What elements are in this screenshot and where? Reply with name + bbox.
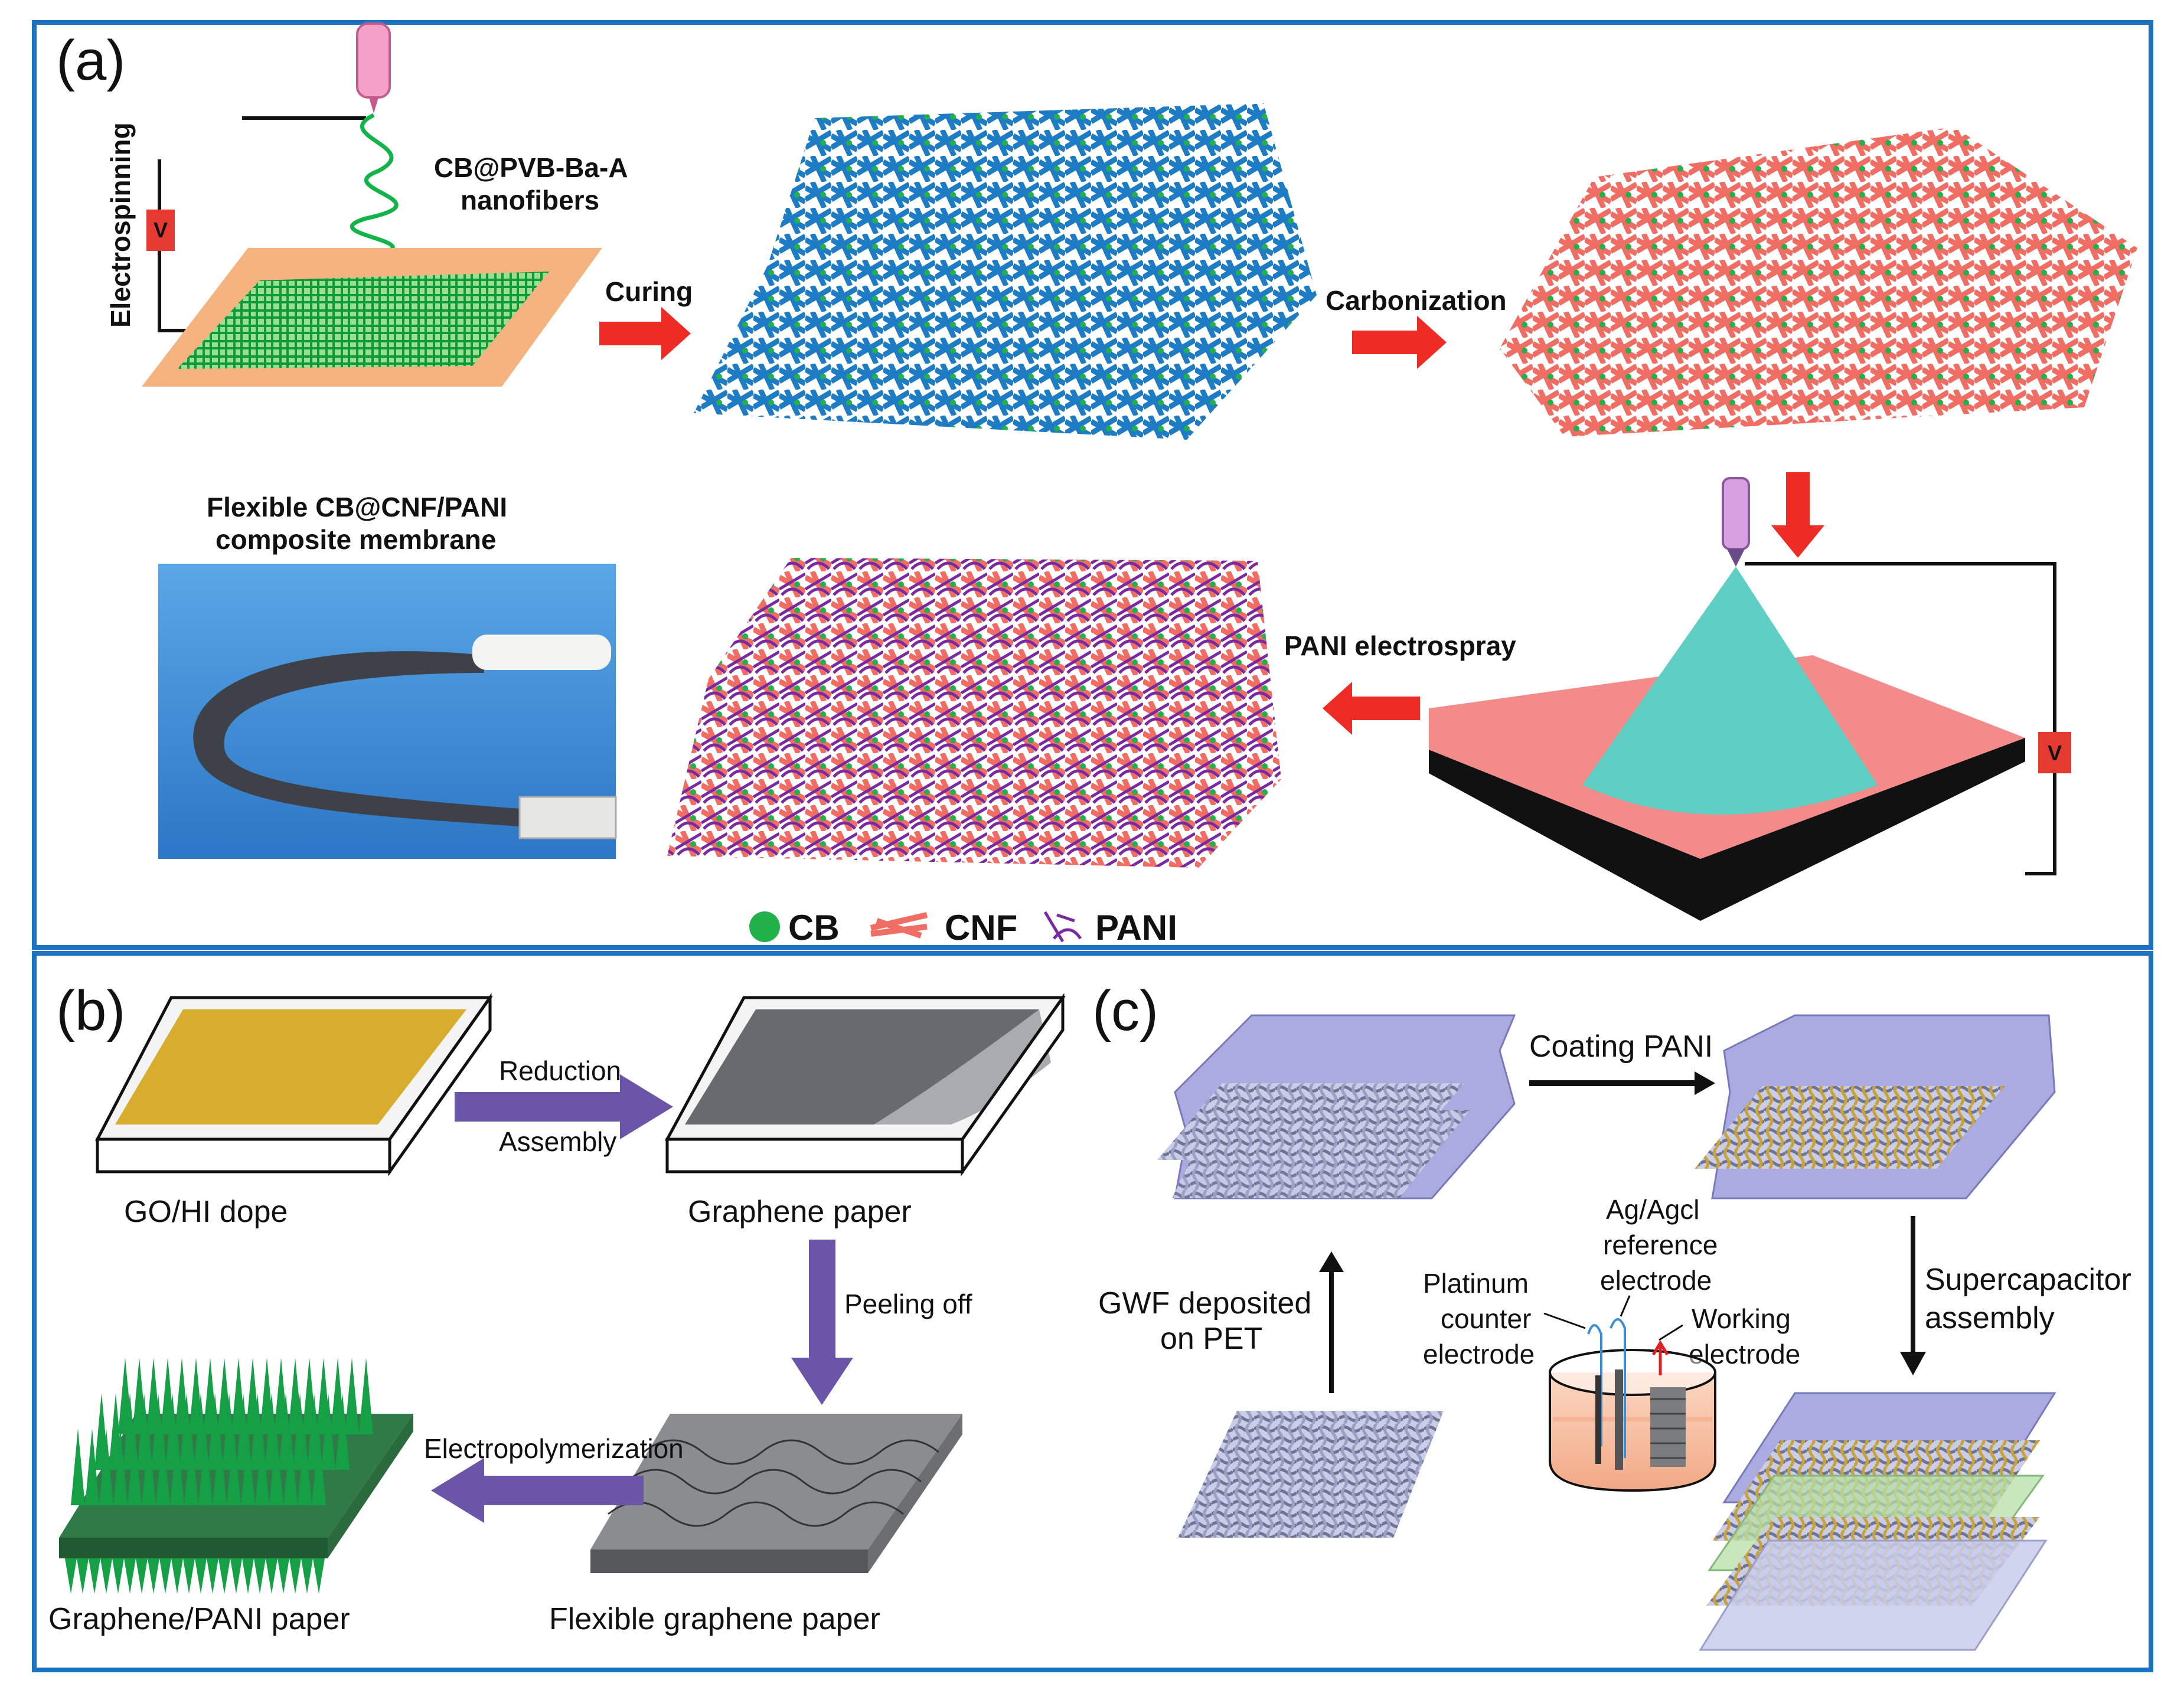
supercapacitor-stack <box>1699 1392 2056 1651</box>
membrane-label-line1: Flexible CB@CNF/PANI <box>207 492 507 522</box>
legend-cb-marker <box>749 911 780 942</box>
panel-a: (a) V Electrospinning CB@PVB-Ba-A nanofi… <box>56 22 2137 947</box>
coating-pani-label: Coating PANI <box>1529 1029 1713 1064</box>
spray-tip <box>1727 549 1745 567</box>
deposit-arrow <box>1319 1251 1344 1393</box>
gwf-label-line2: on PET <box>1160 1322 1262 1356</box>
panel-c: (c) Coating PANI Supercapacitor assembly <box>1092 979 2131 1651</box>
peeling-off-label: Peeling off <box>844 1289 972 1319</box>
assembly-arrow <box>1900 1216 1926 1375</box>
spinneret-syringe <box>356 22 391 99</box>
electropolymerization-label: Electropolymerization <box>424 1433 684 1464</box>
electrospinning-label: Electrospinning <box>105 122 136 328</box>
electrospray-arrow <box>1323 682 1420 735</box>
electropolymerization-arrow <box>431 1458 644 1523</box>
supercapacitor-label-line1: Supercapacitor <box>1925 1263 2131 1297</box>
flexible-graphene-paper-label: Flexible graphene paper <box>549 1602 880 1636</box>
legend-cnf-label: CNF <box>945 908 1017 947</box>
voltage-source-2 <box>2038 732 2071 773</box>
clip-bottom <box>518 796 617 839</box>
spray-nozzle <box>1722 477 1750 550</box>
curved-membrane <box>193 651 520 826</box>
graphene-pani-sheet <box>59 1358 413 1594</box>
legend: CB CNF PANI <box>749 908 1177 947</box>
three-electrode-cell: Ag/Agcl reference electrode Platinum cou… <box>1423 1194 1800 1492</box>
pet-gwf-stack <box>1157 1014 1516 1199</box>
nanofibers-label-line2: nanofibers <box>461 185 599 215</box>
nanofibers-label-line1: CB@PVB-Ba-A <box>434 152 628 183</box>
blue-fiber-network <box>694 103 1317 440</box>
panel-b: (b) GO/HI dope Reduction Assembly Graphe… <box>48 979 1066 1636</box>
legend-cnf-marker <box>870 912 928 939</box>
pani-spikes <box>65 1358 373 1594</box>
reduction-label: Reduction <box>499 1055 621 1086</box>
counter-electrode-line3: electrode <box>1423 1339 1535 1369</box>
go-hi-tray <box>94 993 493 1176</box>
graphene-paper-tray <box>664 993 1066 1176</box>
carbonization-arrow <box>1352 316 1447 369</box>
assembly-label: Assembly <box>499 1126 616 1157</box>
needle-tip <box>369 97 378 113</box>
supercapacitor-label-line2: assembly <box>1925 1301 2055 1335</box>
legend-cb-label: CB <box>788 908 840 947</box>
reference-electrode-line2: reference <box>1603 1230 1718 1260</box>
graphene-paper-label: Graphene paper <box>688 1195 912 1229</box>
gwf-fabric <box>1178 1411 1444 1538</box>
graphene-pani-paper-label: Graphene/PANI paper <box>48 1602 350 1636</box>
coated-pet-gwf-stack <box>1695 1014 2056 1199</box>
peeling-arrow <box>791 1240 853 1405</box>
substrate-edge <box>1429 738 2025 921</box>
down-arrow <box>1771 472 1824 558</box>
legend-pani-label: PANI <box>1095 908 1177 947</box>
electrospray-setup: V <box>1429 477 2071 921</box>
legend-pani-marker <box>1043 911 1082 943</box>
electrospray-label: PANI electrospray <box>1284 630 1516 661</box>
reference-electrode-line3: electrode <box>1600 1265 1712 1296</box>
panel-a-label: (a) <box>56 29 125 92</box>
circuit-wire <box>1745 562 2056 875</box>
voltage-label-2: V <box>2048 741 2062 765</box>
spray-cone <box>1582 567 1878 815</box>
red-fiber-network <box>1500 127 2137 437</box>
panel-c-label: (c) <box>1092 979 1158 1042</box>
electrospinning-setup: V Electrospinning CB@PVB-Ba-A nanofibers <box>105 22 628 387</box>
curing-arrow <box>599 307 691 360</box>
panel-a-frame <box>32 20 2153 950</box>
panel-bc-frame <box>32 951 2153 1672</box>
flexible-graphene-sheet <box>590 1414 962 1573</box>
counter-electrode-line2: counter <box>1441 1303 1531 1334</box>
gwf-label-line1: GWF deposited <box>1098 1286 1311 1320</box>
working-electrode-line1: Working <box>1692 1303 1791 1334</box>
reference-electrode-line1: Ag/Agcl <box>1606 1194 1700 1225</box>
reduction-arrow <box>455 1074 673 1139</box>
tweezer-top <box>472 635 611 670</box>
carbonization-label: Carbonization <box>1326 285 1507 316</box>
composite-fiber-network <box>667 558 1281 868</box>
membrane-photo: Flexible CB@CNF/PANI composite membrane <box>158 492 617 859</box>
panel-b-label: (b) <box>56 979 125 1042</box>
counter-electrode-line1: Platinum <box>1423 1268 1529 1299</box>
coating-arrow <box>1529 1071 1715 1095</box>
voltage-label: V <box>154 218 168 242</box>
membrane-label-line2: composite membrane <box>216 524 496 555</box>
curing-label: Curing <box>605 276 693 307</box>
voltage-source <box>146 210 175 251</box>
green-nanofiber-mat <box>177 272 549 369</box>
go-hi-dope-label: GO/HI dope <box>124 1195 288 1229</box>
